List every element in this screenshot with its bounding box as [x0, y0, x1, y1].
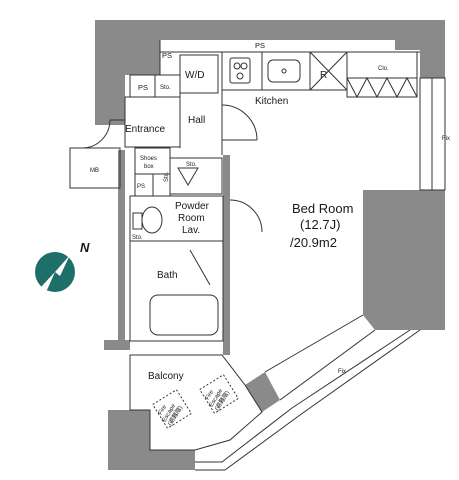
balcony-outline: [129, 354, 263, 451]
bedroom-diagonal-wall: [264, 314, 364, 373]
r-label: R: [320, 70, 327, 81]
clo-label: Clo.: [378, 66, 389, 72]
wall-left-bottom: [108, 410, 150, 470]
fix-right-label: Fix: [442, 136, 450, 142]
wall-left-mid: [118, 150, 125, 340]
plan-lines: [69, 40, 446, 471]
shoes-label-1: Shoes: [140, 156, 157, 162]
fire-escape-2a: Fire: [158, 404, 169, 417]
compass-needle-icon: [55, 255, 70, 276]
ps-small-label: PS: [138, 83, 148, 92]
toilet: [141, 206, 163, 234]
wall-bath-right: [223, 155, 230, 355]
wall-right-diagonal: [363, 190, 420, 330]
powder-label-1: Powder: [175, 201, 210, 212]
compass-label: N: [80, 240, 90, 255]
wd-area: [179, 54, 219, 94]
bathtub: [149, 294, 219, 336]
stove: [229, 57, 251, 84]
wall-right-lower: [420, 190, 445, 330]
wall-balcony-bottom: [150, 450, 195, 470]
wall-left-lower: [104, 340, 130, 350]
entrance-label: Entrance: [125, 124, 165, 135]
powder-label-2: Room: [178, 213, 205, 224]
sto-3-label: Sto.: [164, 171, 170, 182]
sto-4-label: Sto.: [132, 235, 143, 241]
fire-escape-2: [152, 389, 192, 429]
bath-label: Bath: [157, 270, 178, 281]
compass: N: [35, 240, 90, 292]
wall-top-left-block: [95, 20, 160, 125]
fix-diagonal-label: Fix: [338, 369, 346, 375]
shoes-label-2: box: [144, 164, 154, 170]
bedroom-jo: (12.7J): [300, 217, 340, 232]
wall-top: [155, 20, 445, 40]
hall-door-swing: [221, 104, 258, 141]
bedroom-area: /20.9m2: [290, 235, 337, 250]
entrance-area: [124, 96, 181, 148]
powder-label-3: Lav.: [182, 225, 200, 236]
bath-door-swing: [189, 249, 211, 286]
kitchen-label: Kitchen: [255, 96, 288, 107]
ps-mid-label: PS: [137, 184, 145, 190]
wall-diagonal-pier: [245, 372, 280, 412]
balcony-label: Balcony: [148, 371, 184, 382]
walls: [95, 20, 445, 470]
bath-area: [129, 240, 224, 342]
fire-escape-1: [199, 374, 239, 414]
closet: [346, 51, 418, 98]
ps-top-label: PS: [255, 41, 265, 50]
bedroom-title: Bed Room: [292, 201, 353, 216]
sto-2-label: Sto.: [186, 162, 197, 168]
wd-label: W/D: [185, 70, 204, 81]
wall-top-right: [395, 20, 445, 78]
sink: [267, 59, 301, 83]
room-labels: PS PS W/D Kitchen R Clo. Fix PS Sto. Hal…: [90, 41, 450, 427]
fire-escape-1a: Fire: [205, 389, 216, 402]
sto-1-label: Sto.: [160, 85, 171, 91]
ps-left-label: PS: [162, 51, 172, 60]
mb-label: MB: [90, 168, 99, 174]
hall-label: Hall: [188, 115, 205, 126]
